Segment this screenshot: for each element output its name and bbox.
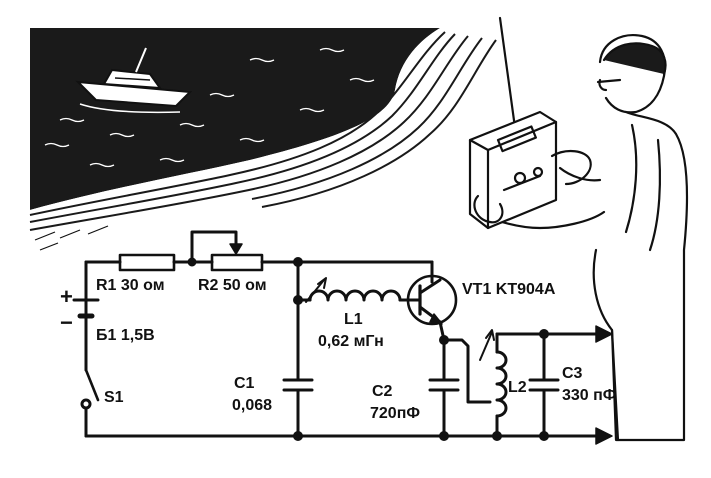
label-r1: R1 30 ом xyxy=(96,277,165,294)
label-r2: R2 50 ом xyxy=(198,277,267,294)
schematic-labels: + − R1 30 ом R2 50 ом Б1 1,5В S1 VT1 KT9… xyxy=(60,277,617,422)
label-l1-name: L1 xyxy=(344,311,363,328)
shore-streaks xyxy=(29,31,497,231)
shore-light xyxy=(30,28,560,246)
label-transistor: VT1 KT904A xyxy=(462,281,556,298)
boy-with-radio-transmitter-icon xyxy=(468,16,689,442)
label-c2-value: 720пФ xyxy=(370,405,420,422)
label-l2-name: L2 xyxy=(508,379,527,396)
label-battery: Б1 1,5В xyxy=(96,327,155,344)
water-waves xyxy=(44,47,375,168)
label-c1-value: 0,068 xyxy=(232,397,272,414)
inductor-l2 xyxy=(495,350,508,418)
label-c2-name: C2 xyxy=(372,383,393,400)
switch-s1-blade xyxy=(84,368,100,402)
resistor-r2 xyxy=(210,253,264,272)
label-l1-value: 0,62 мГн xyxy=(318,333,384,350)
near-shore xyxy=(30,200,330,262)
battery-plus-sign: + xyxy=(60,284,73,309)
boat-icon xyxy=(75,47,193,114)
l1-tune-arrow xyxy=(305,279,325,303)
label-c1-name: C1 xyxy=(234,375,255,392)
r2-wiper xyxy=(190,230,238,264)
label-c3-name: C3 xyxy=(562,365,583,382)
resistor-r1 xyxy=(118,253,176,272)
label-c3-value: 330 пФ xyxy=(562,387,617,404)
shore-hatching xyxy=(34,225,109,251)
inductor-l1 xyxy=(308,289,402,302)
lake-scene xyxy=(29,28,560,262)
label-switch: S1 xyxy=(104,389,124,406)
battery-minus-sign: − xyxy=(60,310,73,335)
transistor-vt1 xyxy=(406,274,458,326)
l2-tune-arrow xyxy=(479,331,493,361)
schematic xyxy=(72,230,613,445)
